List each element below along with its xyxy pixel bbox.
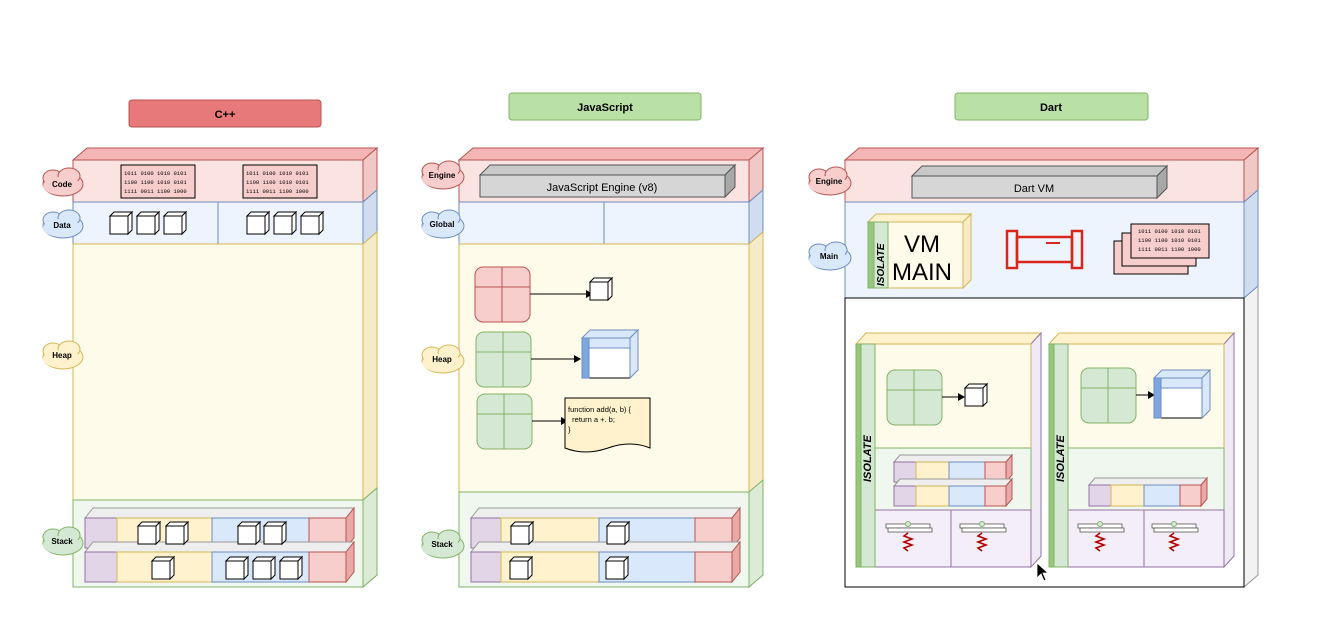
binary-documents-stack: 1011 0100 1010 0101 1100 1100 1010 0101 … [1113, 223, 1210, 275]
js-memory-column: JavaScript Engine (v8) [457, 146, 765, 589]
cube-icon [279, 556, 303, 580]
svg-text:Stack: Stack [51, 537, 73, 546]
cube-icon [510, 521, 534, 545]
js-heap-cloud-label: Heap [421, 344, 465, 374]
dart-engine-label: Dart VM [1014, 183, 1054, 195]
heap-cloud-label: Heap [42, 340, 84, 370]
cube-icon [151, 556, 175, 580]
js-heap-object-red [474, 266, 593, 323]
svg-text:Engine: Engine [429, 171, 456, 180]
cube-icon [165, 521, 189, 545]
binary-line-1: 1011 0100 1010 0101 [124, 170, 187, 177]
cpp-binary-block-1: 1011 0100 1010 0101 1100 1100 1010 0101 … [120, 164, 196, 199]
js-heap-object-green-1 [475, 331, 581, 388]
cube-icon [136, 211, 160, 235]
binary-line-2: 1100 1100 1010 0101 [1138, 237, 1201, 244]
code-line-3: } [568, 425, 571, 434]
binary-line-3: 1111 0011 1100 1000 [124, 188, 187, 195]
svg-text:Heap: Heap [52, 351, 72, 360]
svg-text:Code: Code [52, 180, 73, 189]
cpp-code-section [71, 146, 379, 204]
js-function-document: function add(a, b) { return a +. b; } [564, 397, 651, 453]
js-header: JavaScript [508, 92, 702, 121]
main-isolate-cube: ISOLATE VM MAIN [866, 212, 973, 290]
cube-icon [137, 521, 161, 545]
mouse-cursor-icon [1036, 562, 1050, 582]
cpp-header: C++ [128, 99, 322, 128]
cpp-header-label: C++ [215, 109, 236, 121]
engine-cloud-label: Engine [421, 160, 465, 190]
cpp-heap-section [72, 230, 378, 502]
main-label: MAIN [892, 259, 952, 286]
svg-text:Heap: Heap [432, 355, 452, 364]
js-engine-section: JavaScript Engine (v8) [457, 146, 765, 204]
cube-icon [237, 521, 261, 545]
binary-line-3: 1111 0011 1100 1000 [1138, 246, 1201, 253]
svg-text:Global: Global [430, 220, 455, 229]
cube-icon [509, 556, 533, 580]
code-line-2: return a +. b; [568, 415, 615, 424]
cpp-binary-block-2: 1011 0100 1010 0101 1100 1100 1010 0101 … [242, 164, 318, 199]
cube-icon [263, 521, 287, 545]
js-global-section [458, 188, 764, 246]
js-engine-label: JavaScript Engine (v8) [547, 182, 658, 194]
stack-cloud-label: Stack [42, 526, 84, 556]
svg-text:Stack: Stack [431, 540, 453, 549]
isolate-label: ISOLATE [862, 434, 874, 482]
cpp-stack-frames [83, 506, 356, 584]
global-cloud-label: Global [421, 209, 465, 239]
cube-icon [605, 556, 629, 580]
dart-isolate-1: ISOLATE [854, 331, 1043, 569]
port-pipe-icon [1005, 229, 1084, 270]
cpp-memory-column: 1011 0100 1010 0101 1100 1100 1010 0101 … [71, 146, 379, 589]
code-line-1: function add(a, b) { [568, 405, 631, 414]
binary-line-2: 1100 1100 1010 0101 [124, 179, 187, 186]
binary-line-3: 1111 0011 1100 1000 [246, 188, 309, 195]
main-cloud-label: Main [808, 241, 852, 271]
cube-icon [109, 211, 133, 235]
cube-icon [163, 211, 187, 235]
dart-isolate-2: ISOLATE [1047, 331, 1236, 569]
isolate-label: ISOLATE [876, 243, 887, 286]
dart-engine-cloud-label: Engine [808, 166, 852, 196]
cube-icon [589, 277, 613, 301]
dart-engine-section: Dart VM [843, 146, 1260, 204]
cube-icon [606, 521, 630, 545]
vm-label: VM [904, 231, 940, 258]
isolate-label: ISOLATE [1055, 434, 1067, 482]
svg-text:Engine: Engine [816, 177, 843, 186]
isolate-array-box [1152, 368, 1212, 420]
js-heap-array-box [580, 328, 640, 380]
cube-icon [964, 383, 988, 407]
dart-header-label: Dart [1040, 102, 1062, 114]
dart-main-section: ISOLATE VM MAIN 1011 0100 1010 0101 1100… [844, 188, 1259, 300]
cube-icon [246, 211, 270, 235]
svg-text:Data: Data [53, 221, 71, 230]
binary-line-1: 1011 0100 1010 0101 [246, 170, 309, 177]
js-header-label: JavaScript [577, 102, 633, 114]
js-heap-object-green-2 [476, 393, 568, 450]
data-cloud-label: Data [42, 209, 84, 239]
cube-icon [225, 556, 249, 580]
cube-icon [300, 211, 324, 235]
js-stack-cloud-label: Stack [421, 529, 465, 559]
svg-text:Main: Main [820, 252, 838, 261]
binary-line-2: 1100 1100 1010 0101 [246, 179, 309, 186]
binary-line-1: 1011 0100 1010 0101 [1138, 228, 1201, 235]
cube-icon [273, 211, 297, 235]
dart-header: Dart [954, 92, 1149, 121]
js-stack-frames [469, 506, 742, 584]
cube-icon [252, 556, 276, 580]
code-cloud-label: Code [42, 167, 84, 197]
